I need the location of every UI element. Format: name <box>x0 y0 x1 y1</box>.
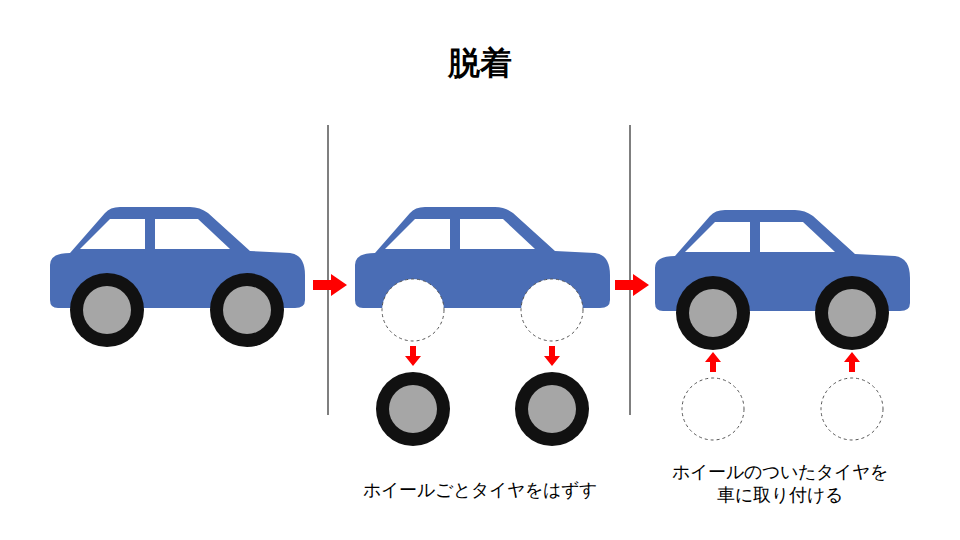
fitting-wheel-outline <box>821 378 883 440</box>
up-arrow <box>844 352 860 372</box>
diagram-title: 脱着 <box>330 44 630 82</box>
divider-line <box>629 125 631 415</box>
up-arrow <box>705 352 721 372</box>
down-arrow <box>544 346 560 366</box>
divider-line <box>327 125 329 415</box>
removed-wheel <box>515 372 589 446</box>
title-slot: 脱着 <box>330 44 630 82</box>
step-caption: ホイールごとタイヤをはずす <box>320 478 640 501</box>
down-arrow <box>405 346 421 366</box>
fitting-wheel-outline <box>682 378 744 440</box>
label-slot: ホイールのついたタイヤを 車に取り付ける <box>655 460 905 507</box>
removed-wheel <box>376 372 450 446</box>
car-fitting <box>655 210 910 350</box>
label-slot: ホイールごとタイヤをはずす <box>320 478 640 501</box>
step-arrow <box>615 274 649 296</box>
car-before <box>50 207 305 347</box>
car-removing <box>355 207 610 341</box>
step-caption: ホイールのついたタイヤを 車に取り付ける <box>655 460 905 507</box>
step-arrow <box>313 274 347 296</box>
